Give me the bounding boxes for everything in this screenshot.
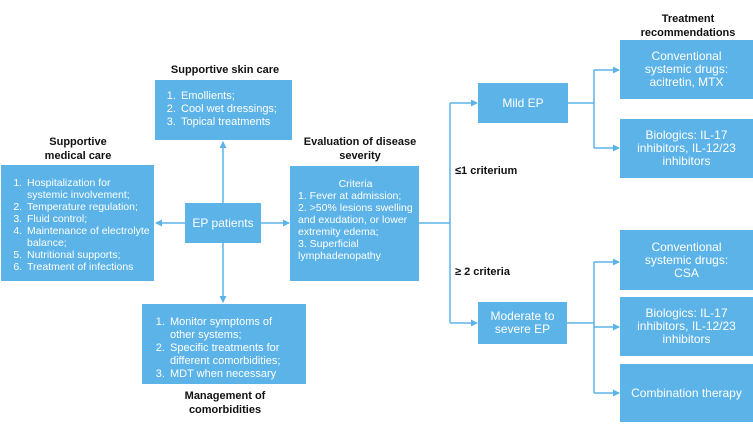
criteria-item: 3. Superficial lymphadenopathy bbox=[298, 238, 381, 262]
medical-care-box: Hospitalization for systemic involvement… bbox=[1, 165, 154, 281]
comorbidities-item: MDT when necessary bbox=[168, 368, 300, 381]
skin-care-item: Cool wet dressings; bbox=[179, 103, 286, 116]
supportive-skin-care-header: Supportive skin care bbox=[170, 64, 280, 76]
comorbidities-item: Specific treatments for different comorb… bbox=[168, 342, 300, 368]
two-or-more-criteria-label: ≥ 2 criteria bbox=[455, 266, 510, 278]
moderate-severe-ep-box: Moderate to severe EP bbox=[478, 302, 567, 344]
medical-care-item: Maintenance of electrolyte balance; bbox=[25, 225, 150, 249]
mild-conventional-box: Conventional systemic drugs: acitretin, … bbox=[620, 40, 753, 99]
mild-biologics-box: Biologics: IL-17 inhibitors, IL-12/23 in… bbox=[620, 119, 753, 178]
skin-care-item: Emollients; bbox=[179, 90, 286, 103]
medical-care-item: Temperature regulation; bbox=[25, 201, 150, 213]
criteria-box: Criteria 1. Fever at admission; 2. >50% … bbox=[290, 166, 419, 281]
criteria-item: 1. Fever at admission; bbox=[298, 190, 402, 202]
skin-care-box: Emollients; Cool wet dressings; Topical … bbox=[155, 80, 292, 140]
ep-patients-box: EP patients bbox=[185, 203, 261, 243]
medical-care-item: Hospitalization for systemic involvement… bbox=[25, 177, 150, 201]
medical-care-item: Treatment of infections bbox=[25, 261, 150, 273]
severe-biologics-box: Biologics: IL-17 inhibitors, IL-12/23 in… bbox=[620, 297, 753, 356]
one-or-less-criterium-label: ≤1 criterium bbox=[455, 165, 518, 177]
criteria-item: 2. >50% lesions swelling and exudation, … bbox=[298, 202, 413, 238]
severe-conventional-box: Conventional systemic drugs: CSA bbox=[620, 230, 753, 290]
criteria-title: Criteria bbox=[338, 178, 373, 190]
medical-care-item: Fluid control; bbox=[25, 213, 150, 225]
comorbidities-box: Monitor symptoms of other systems; Speci… bbox=[142, 304, 306, 384]
comorbidities-item: Monitor symptoms of other systems; bbox=[168, 316, 300, 342]
combination-therapy-box: Combination therapy bbox=[620, 364, 753, 422]
supportive-medical-care-header: Supportive medical care bbox=[44, 136, 112, 162]
medical-care-item: Nutritional supports; bbox=[25, 249, 150, 261]
management-comorbidities-header: Management of comorbidities bbox=[184, 390, 266, 416]
treatment-recommendations-header: Treatment recommendations bbox=[640, 13, 736, 39]
skin-care-item: Topical treatments bbox=[179, 116, 286, 129]
mild-ep-box: Mild EP bbox=[478, 83, 568, 123]
evaluation-header: Evaluation of disease severity bbox=[303, 136, 417, 162]
